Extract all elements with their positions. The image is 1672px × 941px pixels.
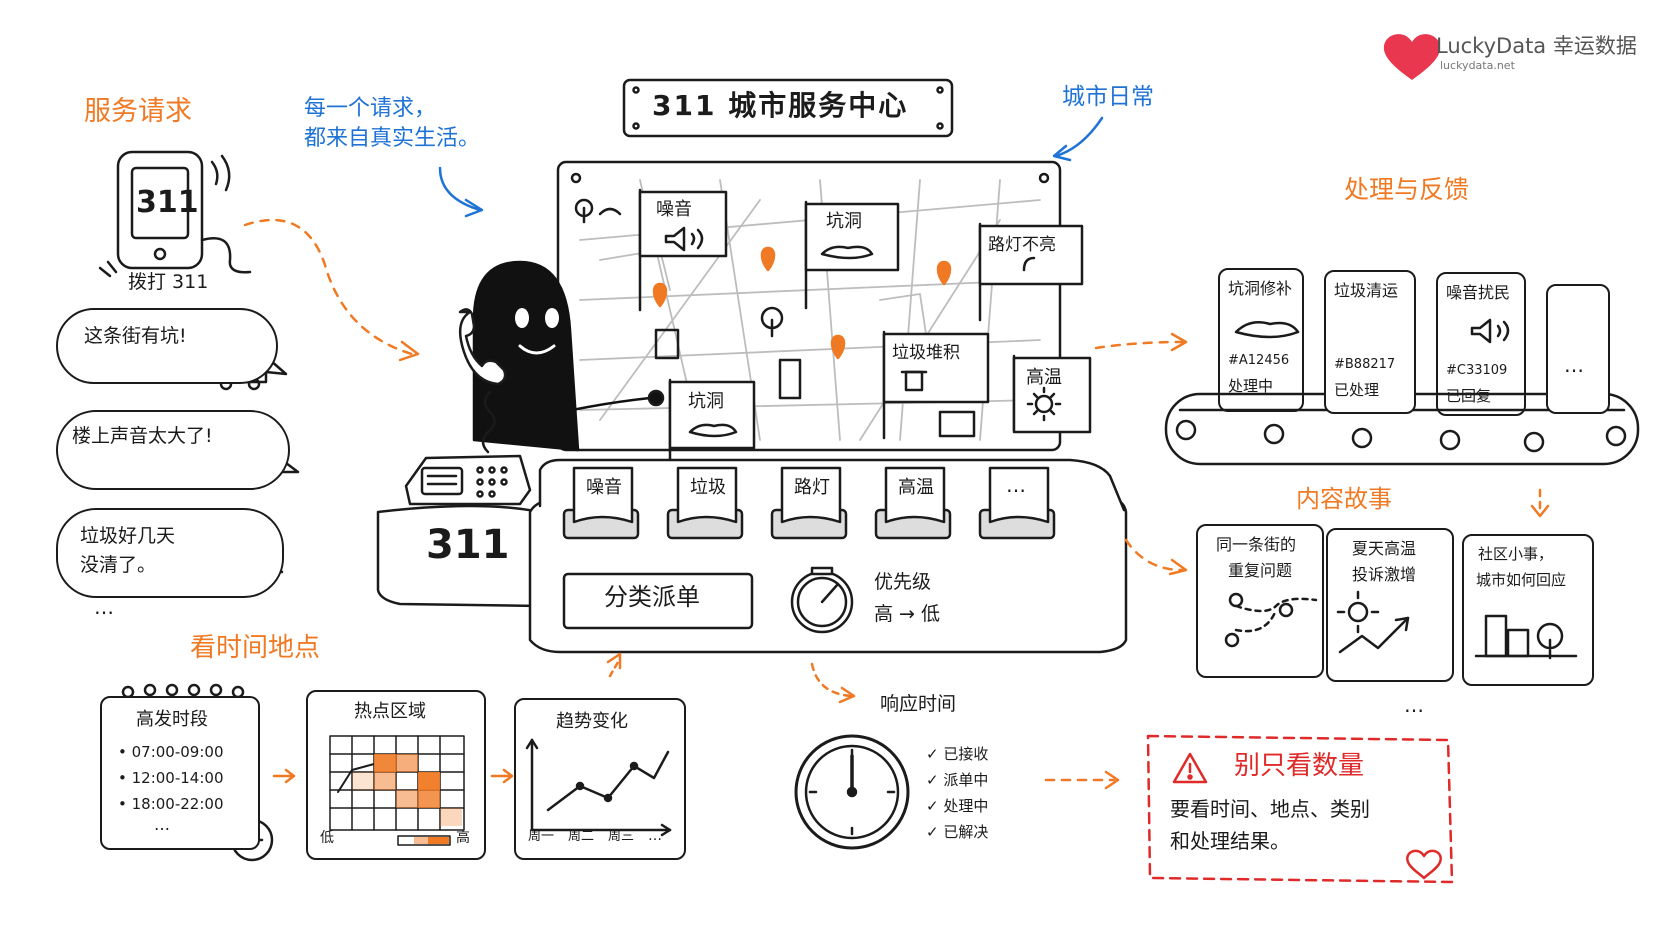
flag-pothole-held: 坑洞 (688, 391, 724, 412)
trend-day-more: … (648, 828, 662, 844)
flow-arrow-request (243, 218, 417, 357)
brand-name: LuckyData 幸运数据 (1436, 34, 1637, 58)
trend-title: 趋势变化 (556, 711, 628, 732)
slot-noise: 噪音 (586, 477, 622, 498)
peak-slot-3: • 18:00-22:00 (118, 795, 224, 813)
heat-low-label: 低 (320, 830, 334, 846)
brand-url: luckydata.net (1440, 59, 1515, 72)
warning-line2: 和处理结果。 (1170, 829, 1290, 853)
calendar-rings (121, 683, 245, 699)
hotspot-card: 热点区域 低 高 (306, 690, 486, 860)
stories-more: … (1404, 693, 1426, 717)
phone-number: 311 (136, 185, 199, 220)
flow-arrow-feedback (1094, 340, 1184, 350)
flag-heat: 高温 (1026, 367, 1062, 388)
flow-arrow-stories (1124, 538, 1184, 572)
priority-range: 高 → 低 (874, 603, 940, 625)
story-card-heat: 夏天高温 投诉激增 (1326, 528, 1454, 682)
flag-streetlight: 路灯不亮 (988, 235, 1056, 255)
feedback-title: 处理与反馈 (1344, 175, 1470, 204)
feedback-card-garbage: 垃圾清运 #B88217 已处理 (1324, 270, 1416, 414)
feedback-card-noise: 噪音扰民 #C33109 已回复 (1436, 272, 1526, 416)
requests-more: … (94, 595, 116, 619)
warning-title: 别只看数量 (1234, 751, 1365, 781)
brand-heart-icon (1383, 34, 1441, 80)
tagline-line1: 每一个请求， (304, 96, 437, 121)
operator-character (458, 260, 665, 454)
trend-day-3: 周三 (608, 829, 635, 844)
trend-day-2: 周二 (568, 829, 595, 844)
bubble-pothole: 这条街有坑! (56, 308, 278, 384)
dispatch-console (376, 454, 1128, 654)
response-clock-icon (794, 734, 910, 850)
warning-line1: 要看时间、地点、类别 (1170, 797, 1370, 821)
slot-streetlight: 路灯 (794, 477, 830, 498)
requests-title: 服务请求 (84, 96, 192, 127)
peak-hours-card: 高发时段 • 07:00-09:00 • 12:00-14:00 • 18:00… (100, 696, 260, 850)
time-place-title: 看时间地点 (190, 633, 321, 663)
flag-garbage: 垃圾堆积 (892, 343, 960, 363)
flag-noise: 噪音 (656, 199, 692, 220)
flag-pothole: 坑洞 (826, 211, 862, 232)
map-flags (638, 188, 1092, 482)
peak-slot-2: • 12:00-14:00 (118, 769, 224, 787)
priority-title: 优先级 (874, 571, 932, 593)
trend-day-1: 周一 (528, 829, 555, 844)
tagline-arrow (438, 166, 482, 212)
step-resolved: ✓ 已解决 (926, 823, 989, 841)
tagline-line2: 都来自真实生活。 (304, 126, 481, 151)
peak-title: 高发时段 (136, 709, 208, 730)
dispatch-label: 分类派单 (604, 583, 700, 611)
trend-line-chart (525, 738, 672, 837)
slot-heat: 高温 (898, 477, 934, 498)
feedback-card-more: … (1546, 284, 1610, 414)
console-number: 311 (426, 522, 510, 568)
bubble-garbage: 垃圾好几天 没清了。 (56, 508, 284, 598)
heart-icon (1406, 849, 1442, 880)
trend-card: 趋势变化 周一 周二 周三 … (514, 698, 686, 860)
daily-arrow (1054, 116, 1104, 158)
response-title: 响应时间 (880, 693, 957, 715)
heatmap-hot-cells (352, 754, 462, 826)
phone-icon (98, 150, 252, 278)
step-processing: ✓ 处理中 (926, 797, 989, 815)
heat-title: 热点区域 (354, 701, 426, 722)
service-center-sign (622, 78, 954, 138)
slot-garbage: 垃圾 (690, 477, 726, 498)
bubble-noise: 楼上声音太大了! (56, 410, 290, 490)
daily-label: 城市日常 (1062, 84, 1154, 110)
story-card-community: 社区小事， 城市如何回应 (1462, 534, 1594, 686)
slot-more: … (1006, 473, 1026, 497)
step-dispatching: ✓ 派单中 (926, 771, 989, 789)
story-card-repeat: 同一条街的 重复问题 (1196, 524, 1324, 678)
map-pin-icons (652, 246, 952, 360)
peak-slot-1: • 07:00-09:00 (118, 743, 224, 761)
sign-title: 311 城市服务中心 (652, 89, 909, 122)
phone-caption: 拨打 311 (128, 271, 209, 293)
stories-title: 内容故事 (1296, 485, 1392, 513)
warning-box (1146, 734, 1454, 884)
heat-high-label: 高 (456, 830, 470, 846)
peak-more: … (154, 815, 170, 834)
feedback-card-pothole: 坑洞修补 #A12456 处理中 (1218, 268, 1304, 412)
step-received: ✓ 已接收 (926, 745, 989, 763)
